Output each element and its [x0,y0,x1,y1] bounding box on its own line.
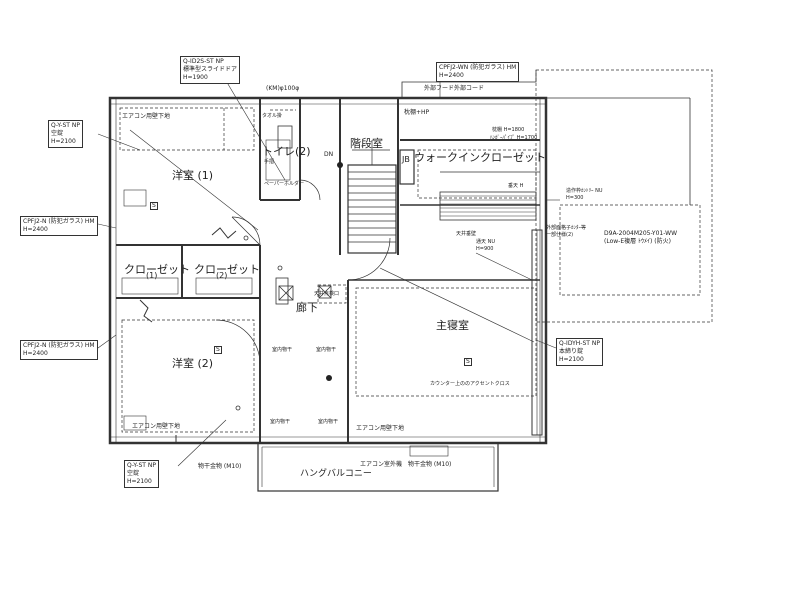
room-label-closet-2-num: (2) [216,271,228,280]
note-attic-access: 天井点検口 [314,291,340,297]
light-fixture [326,375,332,381]
room-label-closet-2: クローゼット [194,263,260,276]
note-dryer-m10-right: 物干金物 (M10) [408,461,452,468]
tag-window-walkin: CPFJ2-WN (防犯ガラス) HM H=2400 [436,62,520,82]
note-aircon-master: エアコン用壁下地 [356,425,405,432]
note-accent-cloth: カウンター上ののアクセントクロス [430,381,510,387]
tag-window-western-1: CPFJ2-N (防犯ガラス) HM H=2400 [20,216,98,236]
room-label-toilet: トイレ(2) [262,145,311,158]
tag-door-master: Q-IDYH-ST NP 本締り錠 H=2100 [556,338,603,366]
light-fixture [337,162,343,168]
note-paper-holder: ペーパーホルダー [264,181,304,187]
note-indoor-dry-1: 室内物干 [272,347,293,353]
note-aircon-top: エアコン用壁下地 [122,113,171,120]
note-exterior-cord: 外部フード外部コード [424,85,485,92]
note-sash-lattice: 外部面格子ｶﾝﾀｰ等 [546,225,587,231]
note-shelf-height: 枕棚 H=1800 [492,127,525,133]
note-indoor-dry-4: 室内物干 [318,419,339,425]
jb-label: JB [402,155,410,164]
note-dryer-m10-left: 物干金物 (M10) [198,463,242,470]
room-label-hall: 廊下 [296,301,318,314]
note-pipe-height: ﾊﾝｶﾞｰﾊﾟｲﾌﾟ H=1700 [490,135,538,141]
room-label-western-1: 洋室 (1) [172,169,214,182]
note-indoor-dry-2: 室内物干 [316,347,337,353]
note-handrail: 手摺 [264,159,275,165]
balcony-outline [257,442,499,492]
note-aircon-outdoor: エアコン室外機 [360,461,403,468]
outlet-s-mark: S [150,202,158,210]
note-ceiling: 通天 NU [476,239,495,245]
room-label-balcony: ハングバルコニー [300,469,372,479]
tag-window-western-2: CPFJ2-N (防犯ガラス) HM H=2400 [20,340,98,360]
outlet-s-mark: S [214,346,222,354]
tag-door-western-2: Q-Y-ST NP 空錠 H=2100 [124,460,159,488]
note-shelf-hp: 枕棚+HP [404,109,430,116]
note-ceiling-height: H=900 [476,246,494,252]
room-label-western-2: 洋室 (2) [172,357,214,370]
note-towel: タオル掛 [262,113,283,119]
note-dn: DN [324,151,334,158]
note-drop-wall: 天井垂壁 [456,231,477,237]
room-label-stairs: 階段室 [350,137,383,150]
room-label-master-bedroom: 主寝室 [436,319,469,332]
note-sash-spec: 一部仕様(2) [546,232,574,238]
room-label-walkin-closet: ウォークインクローゼット [414,151,546,164]
tag-walkin-frame: 造作枠ｶﾝﾄﾘｰ NU H=300 [566,188,603,201]
note-indoor-dry-3: 室内物干 [270,419,291,425]
tag-door-western-1: Q-Y-ST NP 空錠 H=2100 [48,120,83,148]
note-km: (KM)φ100φ [266,85,300,92]
room-label-closet-1: クローゼット [124,263,190,276]
outlet-s-mark: S [464,358,472,366]
tag-sash: D9A-2004M205-Y01-WW (Low-E複層 ﾄｳﾒｲ) (防火) [604,230,678,245]
tag-door-toilet: Q-ID2S-ST NP 標準型スライドドア H=1900 [180,56,241,84]
note-aircon-western-2: エアコン用壁下地 [132,423,181,430]
room-label-closet-1-num: (1) [146,271,158,280]
note-drop-wall-2: 垂天 H [508,183,524,189]
